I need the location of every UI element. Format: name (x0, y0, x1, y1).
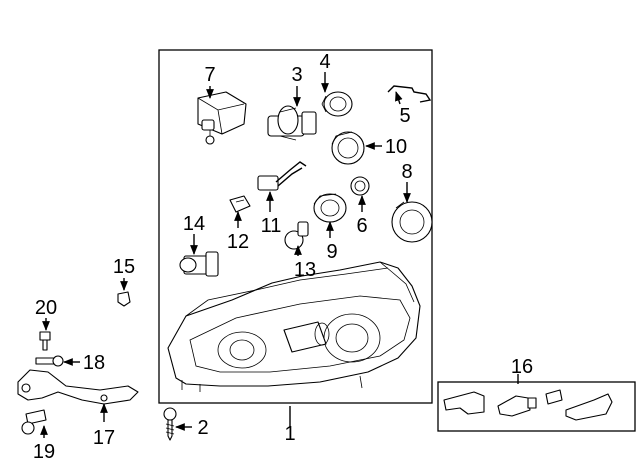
callout-12: 12 (227, 231, 249, 253)
callout-10: 10 (385, 136, 407, 158)
callout-9: 9 (326, 241, 337, 263)
callout-7: 7 (204, 64, 215, 86)
headlamp-cover[interactable] (391, 201, 433, 243)
callout-17: 17 (93, 427, 115, 449)
callout-14: 14 (183, 213, 205, 235)
push-nut[interactable] (117, 291, 131, 307)
screw-19[interactable] (21, 409, 47, 435)
bulb-socket-harness[interactable] (257, 161, 307, 191)
turn-signal-bulb[interactable] (284, 221, 309, 250)
callout-16: 16 (511, 356, 533, 378)
side-marker-bulb[interactable] (229, 195, 251, 213)
leader-lines (40, 72, 519, 438)
callout-18: 18 (83, 352, 105, 374)
seal-ring-medium[interactable] (313, 193, 347, 223)
screw-2[interactable] (163, 407, 177, 441)
callout-1: 1 (284, 423, 295, 445)
callout-20: 20 (35, 297, 57, 319)
bolt-18[interactable] (35, 355, 64, 367)
callout-15: 15 (113, 256, 135, 278)
bracket-kit-frame (437, 381, 636, 432)
callout-11: 11 (261, 215, 282, 237)
seal-ring-large[interactable] (331, 131, 365, 165)
callout-8: 8 (401, 161, 412, 183)
callout-5: 5 (399, 105, 410, 127)
bulb-cap[interactable] (321, 91, 353, 117)
leveling-motor[interactable] (197, 91, 247, 145)
callout-3: 3 (291, 64, 302, 86)
headlamp-housing[interactable] (167, 261, 421, 392)
high-beam-bulb[interactable] (179, 251, 219, 277)
socket-ring[interactable] (350, 176, 370, 196)
callout-2: 2 (197, 417, 208, 439)
bolt-20[interactable] (39, 331, 51, 351)
callout-4: 4 (319, 51, 330, 73)
headlamp-bulb[interactable] (267, 105, 317, 141)
bracket-kit-parts[interactable] (443, 389, 613, 421)
callout-6: 6 (356, 215, 367, 237)
callout-19: 19 (33, 441, 55, 463)
mounting-bracket[interactable] (17, 369, 139, 405)
callout-13: 13 (294, 259, 316, 281)
retaining-clip[interactable] (387, 85, 432, 103)
